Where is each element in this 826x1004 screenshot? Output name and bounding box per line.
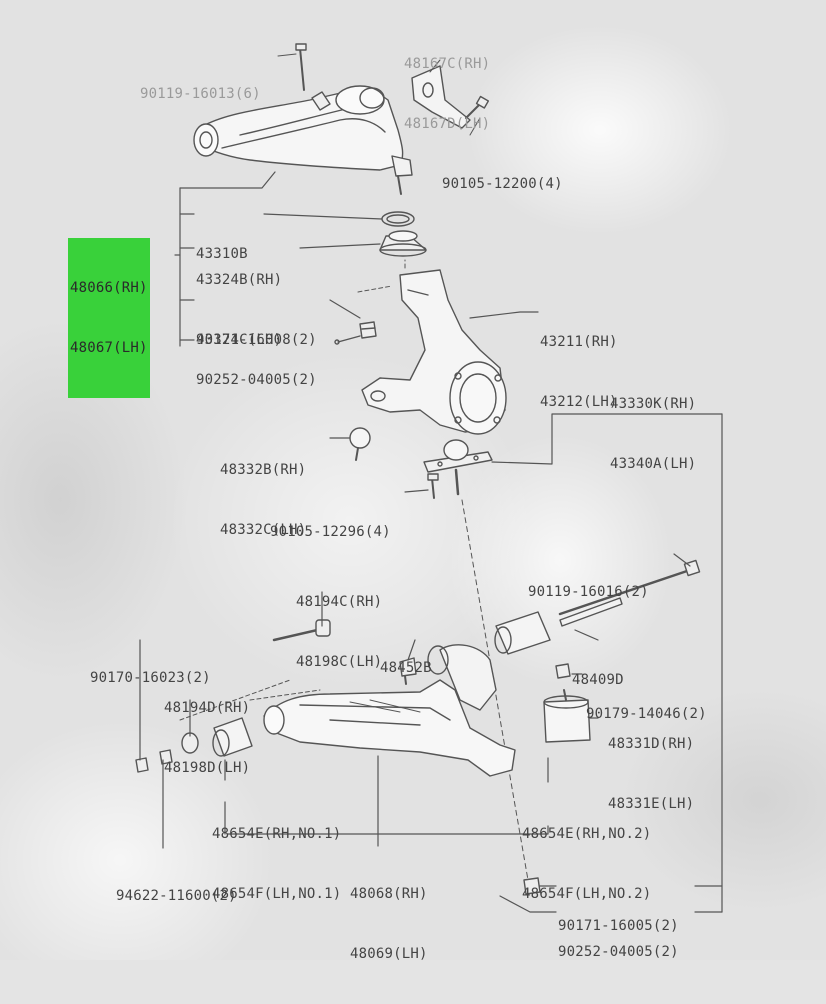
label-castle-nut[interactable]: 90171-16008(2) — [196, 332, 317, 348]
upper-control-arm[interactable] — [193, 85, 413, 195]
label-rear-bushing-bolt[interactable]: 48409D — [572, 672, 624, 688]
label-ball-joint-bolts[interactable]: 90105-12296(4) — [270, 524, 391, 540]
bump-stop-48331[interactable] — [543, 689, 591, 743]
label-lower-ball-joint[interactable]: 43330K(RH) 43340A(LH) — [610, 396, 697, 472]
label-nut-90170[interactable]: 90170-16023(2) — [90, 670, 211, 686]
long-bolt[interactable] — [558, 559, 701, 627]
bracket-bolt[interactable] — [465, 95, 490, 119]
bump-stopper[interactable] — [349, 427, 371, 461]
label-long-bolt[interactable]: 90119-16016(2) — [528, 584, 649, 600]
label-dust-boot[interactable]: 43324B(RH) 43324C(LH) — [196, 272, 283, 348]
diagram-background — [0, 0, 826, 960]
label-cotter-pin[interactable]: 90252-04005(2) — [196, 372, 317, 388]
label-lower-control-arm[interactable]: 48068(RH) 48069(LH) — [350, 886, 428, 962]
label-stopper-48452[interactable]: 48452B — [380, 660, 432, 676]
label-steering-knuckle[interactable]: 43211(RH) 43212(LH) — [540, 334, 618, 410]
label-bump-stop-48331[interactable]: 48331D(RH) 48331E(LH) — [608, 736, 695, 812]
cam-bolt[interactable] — [272, 619, 331, 642]
label-upper-control-arm[interactable]: 48066(RH) 48067(LH) — [68, 238, 150, 398]
lower-control-arm[interactable] — [263, 644, 516, 777]
ball-joint-bolts[interactable] — [427, 473, 439, 499]
label-bracket-bolt[interactable]: 90105-12200(4) — [442, 176, 563, 192]
snap-ring[interactable] — [381, 211, 415, 227]
label-snap-ring[interactable]: 43310B — [196, 246, 248, 262]
bracket[interactable] — [411, 59, 471, 129]
cotter-pin[interactable] — [334, 335, 361, 345]
label-front-bushing[interactable]: 48654E(RH,NO.1) 48654F(LH,NO.1) — [212, 826, 342, 902]
label-top-bolt[interactable]: 90119-16013(6) — [140, 86, 261, 102]
label-rear-bushing[interactable]: 48654E(RH,NO.2) 48654F(LH,NO.2) — [522, 826, 652, 902]
parts-diagram: 90119-16013(6) 48167C(RH) 48167D(LH) 901… — [0, 0, 826, 962]
label-bracket[interactable]: 48167C(RH) 48167D(LH) — [404, 56, 491, 132]
label-bottom-cotter-pin[interactable]: 90252-04005(2) — [558, 944, 679, 960]
castle-nut[interactable] — [359, 321, 377, 339]
steering-knuckle[interactable] — [361, 269, 507, 435]
nut-90170[interactable] — [135, 757, 149, 773]
exploded-view-drawing — [135, 43, 723, 913]
top-bolt[interactable] — [295, 43, 307, 91]
nut-90179[interactable] — [555, 663, 571, 679]
label-bump-stopper[interactable]: 48332B(RH) 48332C(LH) — [220, 462, 307, 538]
dust-boot[interactable] — [379, 230, 427, 257]
label-cam-bolt[interactable]: 48194C(RH) 48198C(LH) — [296, 594, 383, 670]
label-nut-90179[interactable]: 90179-14046(2) — [586, 706, 707, 722]
rear-bushing[interactable] — [494, 611, 551, 655]
label-bottom-nut[interactable]: 90171-16005(2) — [558, 918, 679, 934]
leader-lines — [139, 171, 723, 913]
lower-ball-joint[interactable] — [423, 439, 493, 496]
bottom-nut[interactable] — [523, 877, 541, 895]
stopper-48452[interactable] — [399, 657, 417, 685]
front-bushing[interactable] — [212, 717, 253, 757]
label-cam-washer[interactable]: 48194D(RH) 48198D(LH) — [164, 700, 251, 776]
label-nut-94622[interactable]: 94622-11600(2) — [116, 888, 237, 904]
